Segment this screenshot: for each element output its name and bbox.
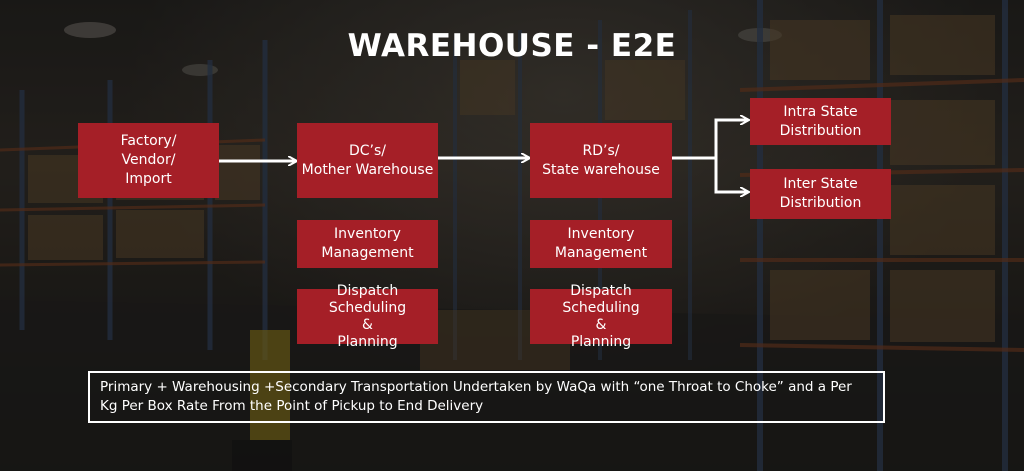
node-intra-state-distribution: Intra State Distribution <box>750 98 891 145</box>
summary-note: Primary + Warehousing +Secondary Transpo… <box>88 371 885 423</box>
node-label: RD’s/ State warehouse <box>542 142 660 178</box>
node-inter-state-distribution: Inter State Distribution <box>750 169 891 219</box>
page-title: WAREHOUSE - E2E <box>347 28 677 64</box>
node-label: Factory/ Vendor/ Import <box>120 133 177 187</box>
node-label: DC’s/ Mother Warehouse <box>301 142 434 178</box>
node-label: Inter State Distribution <box>779 176 862 211</box>
node-label: Intra State Distribution <box>779 103 862 139</box>
node-label: Dispatch Scheduling & Planning <box>328 282 407 350</box>
node-dc-mother-warehouse: DC’s/ Mother Warehouse <box>297 123 438 198</box>
node-dc-inventory-management: Inventory Management <box>297 220 438 268</box>
node-factory-vendor-import: Factory/ Vendor/ Import <box>78 123 219 198</box>
node-rd-dispatch-scheduling: Dispatch Scheduling & Planning <box>530 283 672 350</box>
arrow-rd-to-inter <box>714 158 748 192</box>
node-dc-dispatch-scheduling: Dispatch Scheduling & Planning <box>297 283 438 350</box>
node-label: Dispatch Scheduling & Planning <box>562 282 640 350</box>
node-rd-inventory-management: Inventory Management <box>530 220 672 268</box>
node-label: Inventory Management <box>554 226 648 261</box>
node-rd-state-warehouse: RD’s/ State warehouse <box>530 123 672 198</box>
node-label: Inventory Management <box>321 226 414 261</box>
arrow-rd-to-intra <box>672 120 748 160</box>
